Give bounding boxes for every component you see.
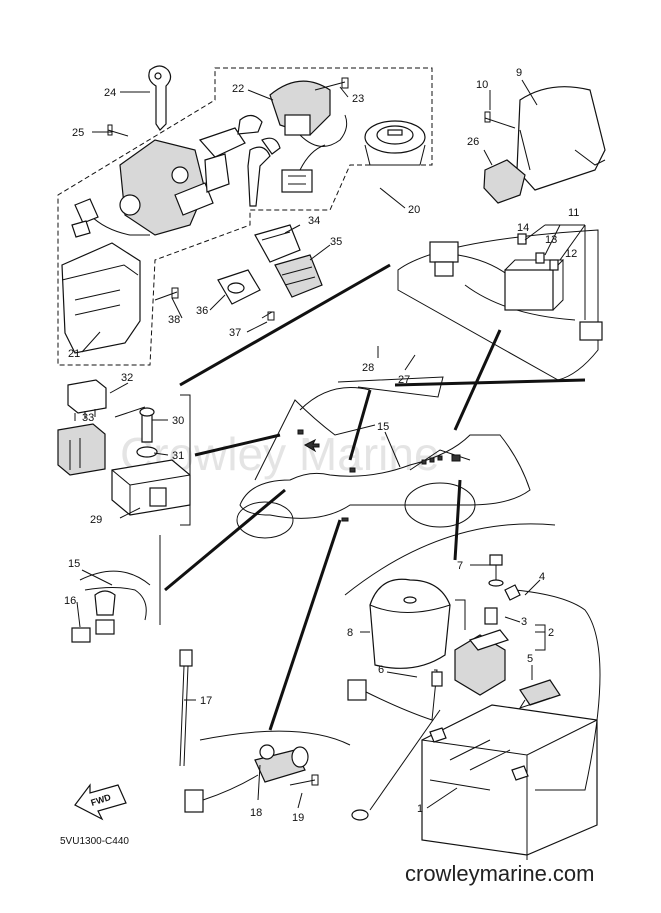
part-label-5: 5 [527, 653, 533, 665]
cable-tie [179, 649, 193, 767]
part-label-11: 11 [568, 207, 579, 219]
part-label-15-left: 15 [68, 558, 80, 570]
part-label-8: 8 [347, 627, 353, 639]
part-label-21: 21 [68, 348, 80, 360]
callout-line-15 [164, 488, 286, 592]
part-label-2: 2 [548, 627, 554, 639]
callout-line-28 [348, 389, 372, 461]
part-label-34: 34 [308, 215, 320, 227]
part-label-27: 27 [398, 374, 410, 386]
parts-34-37 [217, 224, 323, 321]
part-label-25: 25 [72, 127, 84, 139]
fuse-box-group [397, 224, 603, 381]
part-label-15-top: 15 [377, 421, 389, 433]
motorcycle-outline [236, 387, 531, 539]
part-label-28: 28 [362, 362, 374, 374]
bracket-29 [180, 394, 191, 526]
part-label-18: 18 [250, 807, 262, 819]
main-switch-assembly [71, 65, 426, 238]
cdi-unit [61, 242, 179, 354]
callout-line-top-right [394, 378, 586, 387]
part-label-3: 3 [521, 616, 527, 628]
part-label-30: 30 [172, 415, 184, 427]
part-label-31: 31 [172, 450, 184, 462]
harness-15-16 [71, 570, 151, 643]
callout-line-11 [453, 329, 502, 431]
site-footer: crowleymarine.com [405, 861, 595, 886]
callout-line-mid [337, 376, 444, 398]
battery-group [347, 554, 601, 860]
part-label-7: 7 [457, 560, 463, 572]
part-label-14: 14 [517, 222, 529, 234]
relay-group [57, 379, 191, 516]
leader-lines [76, 79, 545, 809]
fwd-arrow: FWD [74, 783, 127, 821]
group-boundary-dashed [57, 67, 433, 366]
callout-line-top-left [179, 263, 391, 387]
part-label-29: 29 [90, 514, 102, 526]
part-label-24: 24 [104, 87, 116, 99]
part-label-22: 22 [232, 83, 244, 95]
bracket-18 [199, 730, 351, 746]
callout-line-29 [194, 433, 281, 457]
callout-line-battery [453, 479, 462, 561]
part-label-4: 4 [539, 571, 545, 583]
part-label-12: 12 [565, 248, 577, 260]
part-label-17: 17 [200, 695, 212, 707]
bracket-battery [344, 523, 556, 596]
part-label-9: 9 [516, 67, 522, 79]
part-label-35: 35 [330, 236, 342, 248]
part-label-20: 20 [408, 204, 420, 216]
part-label-1: 1 [417, 803, 423, 815]
part-label-19: 19 [292, 812, 304, 824]
part-label-13: 13 [545, 234, 557, 246]
part-label-16: 16 [64, 595, 76, 607]
callout-line-18 [268, 519, 342, 731]
part-label-36: 36 [196, 305, 208, 317]
part-label-23: 23 [352, 93, 364, 105]
sensor-18-19 [184, 744, 319, 813]
part-label-10: 10 [476, 79, 488, 91]
part-label-38: 38 [168, 314, 180, 326]
part-label-33: 33 [82, 412, 94, 424]
part-labels: 24 25 22 23 20 21 9 10 26 11 14 13 12 34… [64, 67, 579, 824]
ecu-assembly [483, 86, 606, 204]
diagram-code: 5VU1300-C440 [60, 836, 129, 847]
part-label-26: 26 [467, 136, 479, 148]
part-label-6: 6 [378, 664, 384, 676]
part-label-37: 37 [229, 327, 241, 339]
part-label-32: 32 [121, 372, 133, 384]
